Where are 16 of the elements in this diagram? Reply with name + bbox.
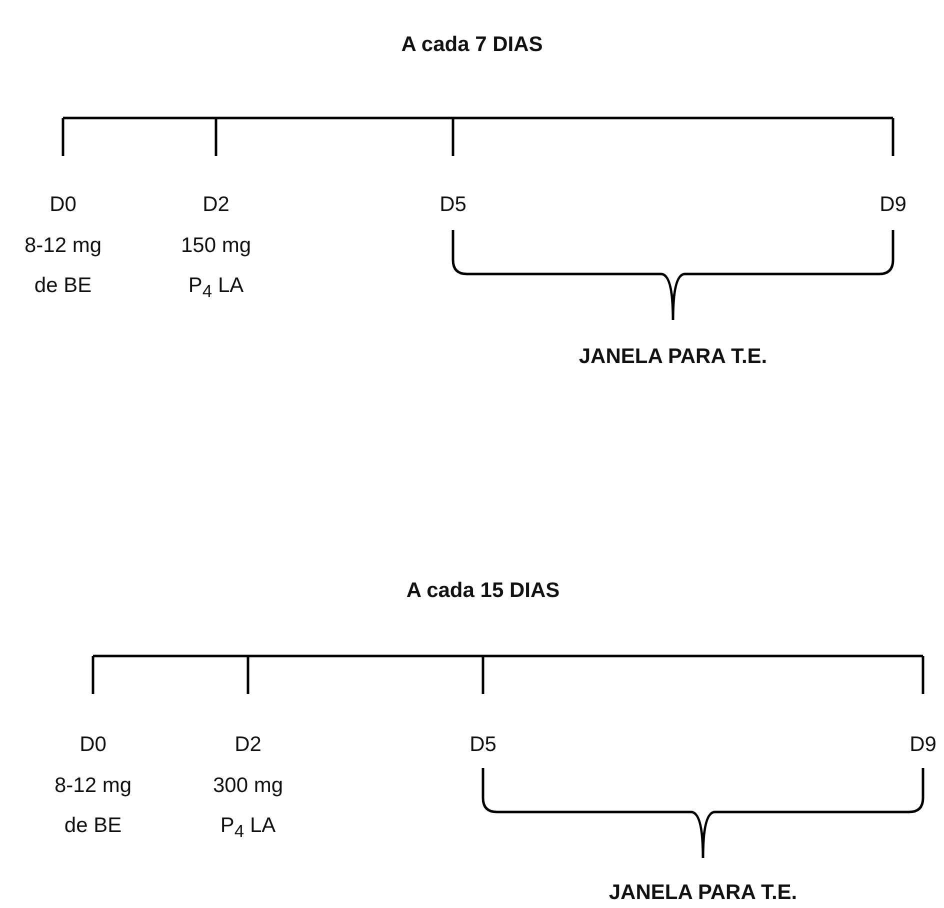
day-label: D2 — [202, 192, 230, 218]
day-label: D0 — [80, 732, 106, 758]
day-label: D5 — [470, 732, 496, 758]
dose-text: 8-12 mg de BE — [23, 233, 103, 299]
day-label: D5 — [440, 192, 466, 218]
day-label: D2 — [234, 732, 262, 758]
day-label: D9 — [880, 192, 906, 218]
day-label: D9 — [910, 732, 936, 758]
dose-text: 150 mg P$_{4}$ LA — [180, 233, 252, 304]
dose-text: 300 mg P$_{4}$ LA — [212, 773, 284, 844]
window-label: JANELA PARA T.E. — [578, 344, 768, 370]
heading-text: A cada 7 DIAS — [401, 32, 543, 58]
window-label: JANELA PARA T.E. — [608, 880, 798, 906]
heading-text: A cada 15 DIAS — [406, 578, 560, 604]
day-label: D0 — [50, 192, 76, 218]
dose-text: 8-12 mg de BE — [53, 773, 133, 839]
